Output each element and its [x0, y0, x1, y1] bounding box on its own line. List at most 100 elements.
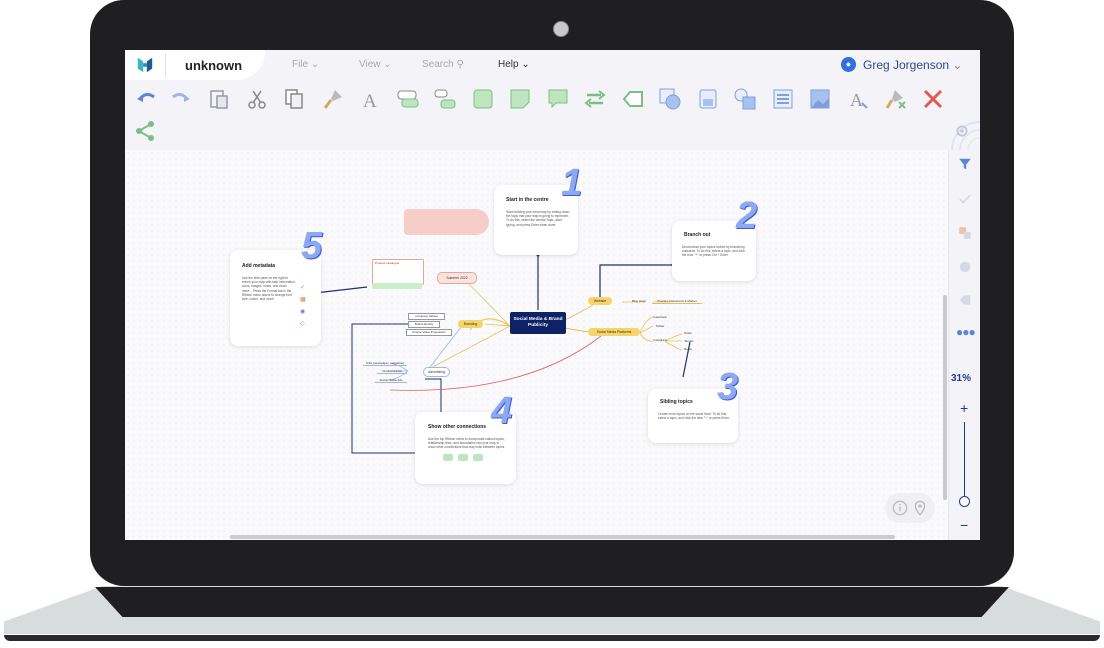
app-logo-icon[interactable] [136, 56, 154, 74]
checkmark-icon[interactable] [958, 192, 972, 206]
svg-text:A: A [850, 90, 863, 110]
filter-icon[interactable] [958, 157, 972, 171]
tag-icon[interactable] [621, 87, 645, 111]
share-icon[interactable] [133, 119, 157, 143]
more-icon[interactable]: ●●● [956, 325, 976, 339]
node-practice[interactable]: Practice Awareness & Market [652, 299, 702, 304]
document-name[interactable]: unknown [185, 58, 243, 73]
node-stories[interactable]: Stories [684, 339, 694, 343]
svg-text:A: A [363, 91, 377, 111]
node-twitter[interactable]: Twitter [655, 324, 665, 328]
floating-controls [885, 493, 935, 523]
node-outdoor[interactable]: Outdoor/transit [377, 369, 407, 374]
card-add-metadata[interactable]: Add metadata Use the side pane on the ri… [230, 250, 321, 346]
laptop-hinge [95, 587, 1009, 617]
menu-help[interactable]: Help ⌄ [498, 59, 530, 70]
node-advertising[interactable]: Advertising [423, 367, 450, 377]
cut-icon[interactable] [245, 87, 269, 111]
image-icon: ◉ [300, 309, 306, 315]
zoom-slider-handle[interactable] [959, 496, 970, 507]
node-progress[interactable] [372, 283, 422, 289]
node-print[interactable]: Print (newspaper, magazine) [363, 361, 407, 366]
delete-icon[interactable] [921, 87, 945, 111]
top-bar [125, 50, 980, 80]
vertical-scrollbar[interactable] [943, 295, 947, 500]
zoom-out-icon[interactable]: − [960, 517, 969, 533]
redo-icon[interactable] [169, 87, 193, 111]
format-painter-icon[interactable] [321, 87, 345, 111]
add-topic-icon[interactable] [396, 87, 420, 111]
text-icon[interactable]: A [358, 87, 382, 111]
icons-pane-icon[interactable] [958, 226, 972, 240]
checkmark-icon: ✓ [300, 285, 306, 291]
boundary[interactable] [404, 209, 489, 235]
node-branding[interactable]: Branding [458, 320, 483, 328]
tag-pane-icon[interactable] [958, 293, 972, 307]
node-social-ads[interactable]: Social Media Ads [375, 378, 407, 383]
step-number-4: 4 [491, 390, 513, 432]
node-company-values[interactable]: Company Values [408, 313, 445, 320]
node-reels[interactable]: Reels [684, 347, 692, 351]
floating-topic-icon[interactable] [471, 87, 495, 111]
node-social-media-platforms[interactable]: Social Media Platforms [588, 328, 640, 336]
paste-icon[interactable] [207, 87, 231, 111]
text-format-icon[interactable]: A [846, 87, 870, 111]
image-shape-icon[interactable] [733, 87, 757, 111]
relationship-line[interactable] [389, 335, 602, 391]
menu-search[interactable]: Search ⚲ [422, 59, 464, 70]
relationship-icon[interactable] [583, 87, 607, 111]
menu-view[interactable]: View ⌄ [359, 59, 392, 70]
card-other-connections[interactable]: Show other connections Use the top Ribbo… [415, 412, 516, 484]
card-branch-out-title: Branch out [684, 232, 711, 238]
image-icon[interactable] [808, 87, 832, 111]
bucket-icon[interactable] [696, 87, 720, 111]
clear-format-icon[interactable] [883, 87, 907, 111]
webcam [553, 21, 569, 37]
info-icon[interactable] [892, 500, 908, 516]
copy-icon[interactable] [282, 87, 306, 111]
card-sibling-topics-body: Create more topics on the same level. To… [658, 412, 730, 421]
node-value-prop[interactable]: Unique Value Proposition [406, 329, 452, 336]
layout-icon[interactable] [771, 87, 795, 111]
central-topic[interactable]: Social Media & Brand Publicity [510, 312, 566, 334]
node-product-catalogue[interactable]: Product catalogue [372, 259, 424, 285]
step-number-1: 1 [561, 162, 583, 204]
node-blog-posts[interactable]: Blog posts [631, 299, 646, 303]
relationship-icon [458, 453, 468, 461]
connector-c4a [351, 323, 425, 454]
chevron-down-icon: ⌄ [383, 59, 392, 70]
node-instagram[interactable]: Instagram [653, 338, 667, 342]
node-posts[interactable]: Posts [684, 331, 692, 335]
callout-icon[interactable] [546, 87, 570, 111]
location-pin-icon[interactable] [912, 500, 928, 516]
card-branch-out[interactable]: Branch out Deconstruct your topics furth… [672, 221, 756, 281]
undo-icon[interactable] [134, 87, 158, 111]
horizontal-scrollbar[interactable] [230, 535, 895, 539]
menu-file[interactable]: File ⌄ [292, 59, 319, 70]
card-start-centre-body: Start building your mind map by writing … [506, 210, 570, 227]
node-website[interactable]: Website [588, 297, 612, 305]
node-facebook[interactable]: Facebook [653, 315, 667, 319]
settings-icon[interactable] [955, 124, 969, 138]
card-other-connections-body: Use the top Ribbon menu to incorporate c… [428, 437, 506, 450]
note-icon[interactable] [508, 87, 532, 111]
card-sibling-topics-title: Sibling topics [660, 399, 693, 405]
zoom-slider-track[interactable] [964, 422, 965, 502]
add-subtopic-icon[interactable] [433, 87, 457, 111]
user-avatar-icon[interactable]: ● [841, 57, 856, 72]
connector-c3 [682, 341, 691, 378]
card-add-metadata-body: Use the side pane on the right to enrich… [242, 276, 296, 302]
card-sibling-topics[interactable]: Sibling topics Create more topics on the… [648, 389, 738, 443]
node-product-catalogue-label: Product catalogue [375, 261, 400, 265]
image-pane-icon[interactable] [958, 260, 972, 274]
user-name[interactable]: Greg Jorgenson ⌄ [863, 58, 962, 72]
card-start-centre[interactable]: Start in the centre Start building your … [494, 185, 578, 255]
menu-file-label: File [292, 59, 309, 70]
node-brand-identity[interactable]: Brand Identity [408, 321, 440, 328]
step-number-2: 2 [736, 195, 758, 237]
zoom-in-icon[interactable]: + [960, 400, 969, 416]
card-branch-out-body: Deconstruct your topics further by branc… [682, 245, 745, 258]
node-summer[interactable]: Summer 2022 [437, 272, 477, 284]
chevron-down-icon: ⌄ [521, 59, 530, 70]
shape-icon[interactable] [658, 87, 682, 111]
